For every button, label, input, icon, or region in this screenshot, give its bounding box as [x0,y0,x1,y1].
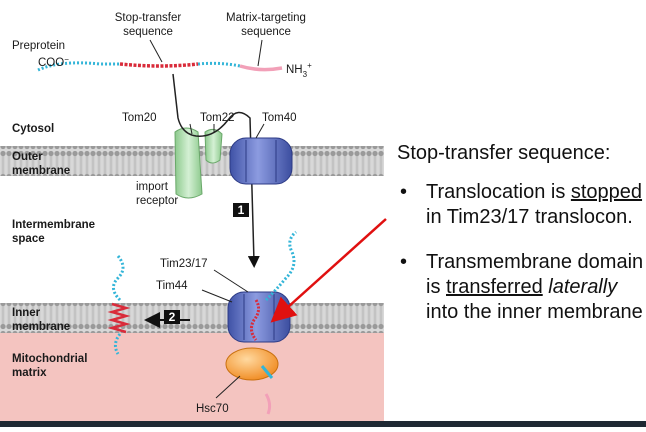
matrix-targeting-segment [239,64,283,72]
linker-chain [197,61,241,68]
bullet-text: Translocation is stopped in Tim23/17 tra… [426,181,643,228]
tom20-label: Tom20 [122,112,157,124]
explanation-panel: Stop-transfer sequence: • Translocation … [392,142,644,345]
tom22-label: Tom22 [200,112,235,124]
stop-transfer-segment [119,62,199,68]
released-chain-bottom [113,333,122,355]
preprotein-chain [37,61,120,72]
preprotein-label: Preprotein [12,40,65,52]
bullet-dot: • [400,181,408,203]
cytosol-label: Cytosol [12,123,54,135]
tom40-label: Tom40 [262,112,297,124]
matrix-region [0,333,384,421]
tom40-channel [229,137,293,185]
highlight-arrow [270,218,387,323]
import-receptor-shape [174,127,203,199]
tim23-channel [227,291,291,343]
step-2-badge [164,310,180,324]
matrix-chain [264,393,272,415]
bullet-dot: • [400,251,408,273]
step-1-label: 1 [238,203,245,217]
stop-transfer-callout [149,39,163,63]
coo-label: COO− [38,55,69,69]
matrix-targeting-callout [257,39,263,67]
released-tm-helix [107,302,131,334]
intermembrane-chain [264,230,297,302]
tim44-label: Tim44 [156,280,188,292]
bullet-translocation: • Translocation is stopped in Tim23/17 t… [392,180,644,230]
nh3-label: NH3+ [286,61,312,79]
inner-membrane [0,303,384,333]
released-chain-top [112,255,125,302]
step-2-label: 2 [169,310,176,324]
panel-heading: Stop-transfer sequence: [397,142,611,164]
threading-chain [172,73,260,268]
bullet-transmembrane: • Transmembrane domain is transferred la… [392,250,644,325]
step-1-badge [233,203,249,217]
tom22-shape [204,128,223,164]
hsc70-shape [225,347,279,381]
bullet-text: Transmembrane domain is transferred late… [426,251,644,323]
tim23-label: Tim23/17 [160,258,208,270]
bottom-rule [0,421,646,427]
stop-transfer-in-channel [249,299,261,341]
hsc70-label: Hsc70 [196,403,229,415]
